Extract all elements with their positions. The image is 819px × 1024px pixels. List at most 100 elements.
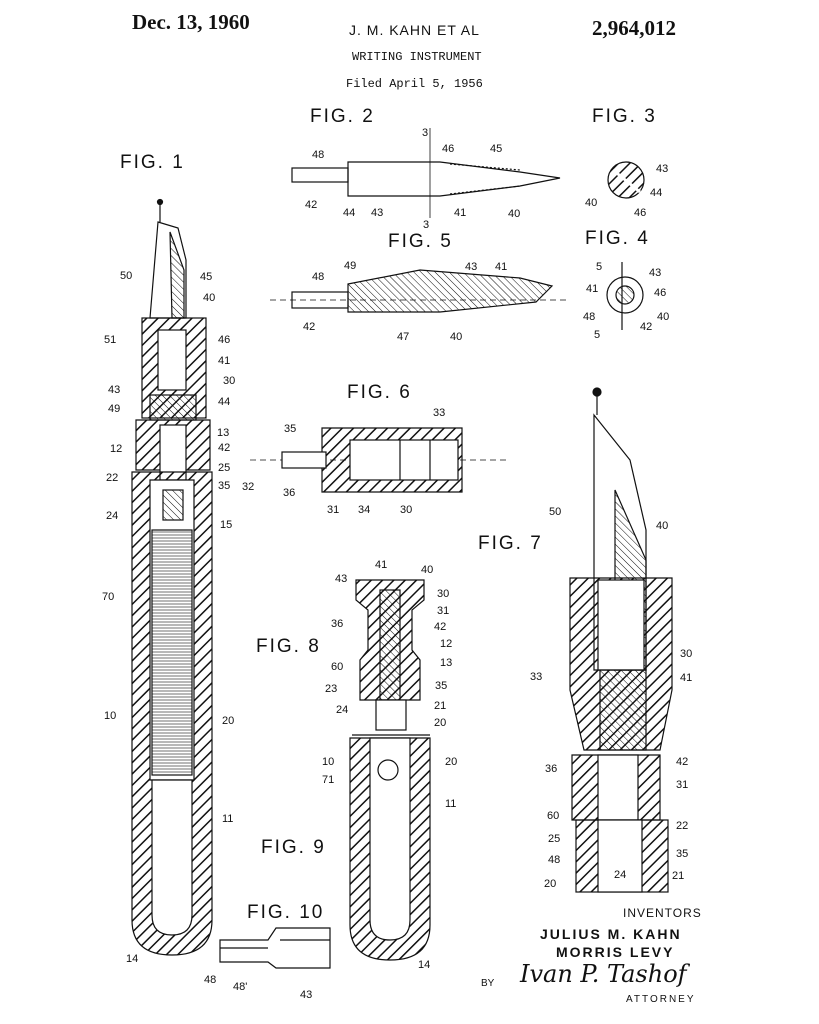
callout: 22	[106, 472, 118, 484]
fig3-label: FIG. 3	[592, 106, 657, 127]
callout: 32	[242, 481, 254, 493]
callout: 36	[331, 618, 343, 630]
callout: 46	[218, 334, 230, 346]
callout: 31	[676, 779, 688, 791]
callout: 35	[284, 423, 296, 435]
fig1-drawing	[131, 198, 213, 956]
callout: 48	[548, 854, 560, 866]
fig10-drawing	[219, 927, 331, 969]
callout: 5	[594, 329, 600, 341]
callout: 35	[218, 480, 230, 492]
by-label: BY	[481, 978, 495, 989]
fig7-drawing	[569, 387, 673, 893]
callout: 43	[371, 207, 383, 219]
fig8-drawing	[355, 579, 425, 731]
attorney-signature: Ivan P. Tashof	[520, 960, 687, 988]
callout: 23	[325, 683, 337, 695]
callout: 42	[218, 442, 230, 454]
callout: 35	[676, 848, 688, 860]
callout: 40	[656, 520, 668, 532]
callout: 12	[110, 443, 122, 455]
callout: 60	[547, 810, 559, 822]
callout: 44	[650, 187, 662, 199]
fig4-drawing	[606, 262, 644, 330]
callout: 44	[218, 396, 230, 408]
callout: 43	[656, 163, 668, 175]
callout: 14	[126, 953, 138, 965]
callout: 20	[544, 878, 556, 890]
fig10-label: FIG. 10	[247, 902, 325, 923]
callout: 48	[204, 974, 216, 986]
callout: 48	[583, 311, 595, 323]
callout: 40	[450, 331, 462, 343]
callout: 41	[495, 261, 507, 273]
callout: 11	[445, 798, 456, 810]
patent-title: WRITING INSTRUMENT	[352, 50, 482, 64]
callout: 48	[312, 149, 324, 161]
callout: 31	[327, 504, 339, 516]
callout: 42	[640, 321, 652, 333]
callout: 43	[300, 989, 312, 1001]
callout: 46	[654, 287, 666, 299]
patent-number: 2,964,012	[592, 16, 676, 40]
callout-labels: 50 45 40 51 46 41 30 43 44 49 13 12 42 2…	[102, 127, 692, 1001]
callout: 11	[222, 813, 233, 825]
callout: 15	[220, 519, 232, 531]
callout: 49	[108, 403, 120, 415]
callout: 41	[375, 559, 387, 571]
callout: 43	[108, 384, 120, 396]
callout: 42	[434, 621, 446, 633]
callout: 24	[106, 510, 118, 522]
callout: 44	[343, 207, 355, 219]
callout: 41	[586, 283, 598, 295]
fig5-drawing	[270, 269, 570, 313]
callout: 35	[435, 680, 447, 692]
callout: 43	[335, 573, 347, 585]
callout: 10	[104, 710, 116, 722]
callout: 33	[433, 407, 445, 419]
inventors-line: J. M. KAHN ET AL	[349, 22, 480, 38]
callout: 48	[312, 271, 324, 283]
callout: 70	[102, 591, 114, 603]
callout: 12	[440, 638, 452, 650]
inventor-name-2: MORRIS LEVY	[556, 944, 675, 960]
fig9-drawing	[349, 734, 431, 961]
attorney-label: ATTORNEY	[626, 994, 696, 1005]
callout: 40	[421, 564, 433, 576]
fig6-label: FIG. 6	[347, 382, 412, 403]
callout: 45	[490, 143, 502, 155]
callout: 41	[680, 672, 692, 684]
callout: 20	[222, 715, 234, 727]
fig7-label: FIG. 7	[478, 533, 543, 554]
callout: 50	[120, 270, 132, 282]
callout: 46	[442, 143, 454, 155]
callout: 41	[218, 355, 230, 367]
callout: 5	[596, 261, 602, 273]
callout: 43	[465, 261, 477, 273]
callout: 36	[283, 487, 295, 499]
callout: 47	[397, 331, 409, 343]
callout: 43	[649, 267, 661, 279]
callout: 21	[672, 870, 684, 882]
patent-date: Dec. 13, 1960	[132, 10, 250, 34]
callout: 42	[303, 321, 315, 333]
callout: 10	[322, 756, 334, 768]
callout: 30	[223, 375, 235, 387]
callout: 60	[331, 661, 343, 673]
fig2-label: FIG. 2	[310, 106, 375, 127]
fig9-label: FIG. 9	[261, 837, 326, 858]
callout: 14	[418, 959, 430, 971]
fig6-drawing	[250, 427, 510, 493]
callout: 51	[104, 334, 116, 346]
callout: 46	[634, 207, 646, 219]
callout: 45	[200, 271, 212, 283]
fig2-drawing	[291, 128, 561, 218]
callout: 30	[680, 648, 692, 660]
callout: 30	[437, 588, 449, 600]
fig4-label: FIG. 4	[585, 228, 650, 249]
callout: 21	[434, 700, 446, 712]
callout: 36	[545, 763, 557, 775]
callout: 42	[305, 199, 317, 211]
fig8-label: FIG. 8	[256, 636, 321, 657]
callout: 48'	[233, 981, 247, 993]
